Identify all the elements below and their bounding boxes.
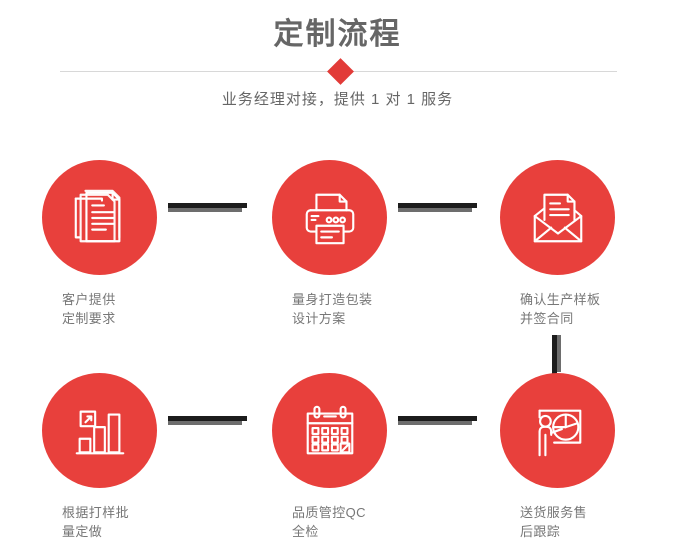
step-2-circle [272,160,387,275]
step-1-label: 客户提供 定制要求 [62,292,116,326]
step-6-circle [500,373,615,488]
page-subtitle: 业务经理对接，提供 1 对 1 服务 [221,91,454,108]
connector-step2-step3 [398,203,477,212]
printer-icon [305,193,354,244]
connector-shadow [168,421,242,425]
connector-bar [552,335,557,375]
diamond-icon [327,58,354,85]
connector-shadow [557,335,561,372]
calendar-check-icon [306,405,353,454]
connector-bar [398,203,477,208]
presentation-pie-chart-icon [538,409,581,456]
step-5-circle [272,373,387,488]
connector-bar [168,203,247,208]
step-6-label: 送货服务售 后跟踪 [520,505,588,539]
step-4-label: 根据打样批 量定做 [62,505,130,539]
connector-shadow [398,421,472,425]
connector-step1-step2 [168,203,247,212]
connector-shadow [168,208,242,212]
connector-bar [398,416,477,421]
step-3-label: 确认生产样板 并签合同 [520,292,601,326]
connector-step5-step6 [398,416,477,425]
step-2-label: 量身打造包装 设计方案 [292,292,373,326]
step-4-circle [42,373,157,488]
documents-stack-icon [74,189,120,242]
connector-shadow [398,208,472,212]
connector-bar [168,416,247,421]
envelope-document-icon [533,193,582,242]
bar-chart-growth-icon [75,410,124,454]
page-title: 定制流程 [273,18,402,51]
step-5-label: 品质管控QC 全检 [292,505,366,539]
step-3-circle [500,160,615,275]
header-divider [60,58,617,85]
step-1-circle [42,160,157,275]
connector-step4-step5 [168,416,247,425]
connector-step3-step6 [552,335,561,375]
